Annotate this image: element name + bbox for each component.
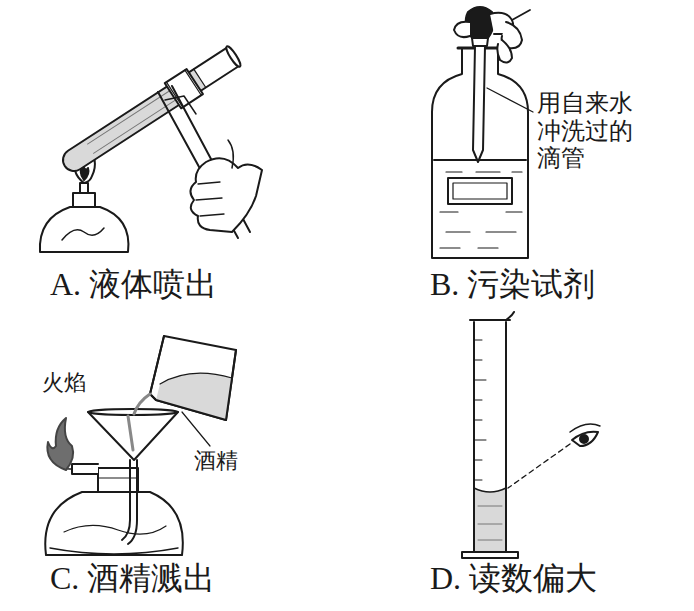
graduated-cylinder xyxy=(462,312,518,558)
test-tube-holder xyxy=(158,86,262,238)
caption: C. 酒精溅出 xyxy=(50,560,215,597)
flame-label: 火焰 xyxy=(40,370,88,395)
eye xyxy=(508,424,600,488)
funnel xyxy=(88,409,178,544)
beaker xyxy=(134,336,236,446)
alcohol-label: 酒精 xyxy=(192,448,240,473)
caption: A. 液体喷出 xyxy=(50,266,217,303)
caption: D. 读数偏大 xyxy=(430,560,597,597)
dropper xyxy=(454,7,533,162)
dropper-label: 用自来水冲洗过的滴管 xyxy=(537,90,635,173)
caption: B. 污染试剂 xyxy=(430,266,595,303)
